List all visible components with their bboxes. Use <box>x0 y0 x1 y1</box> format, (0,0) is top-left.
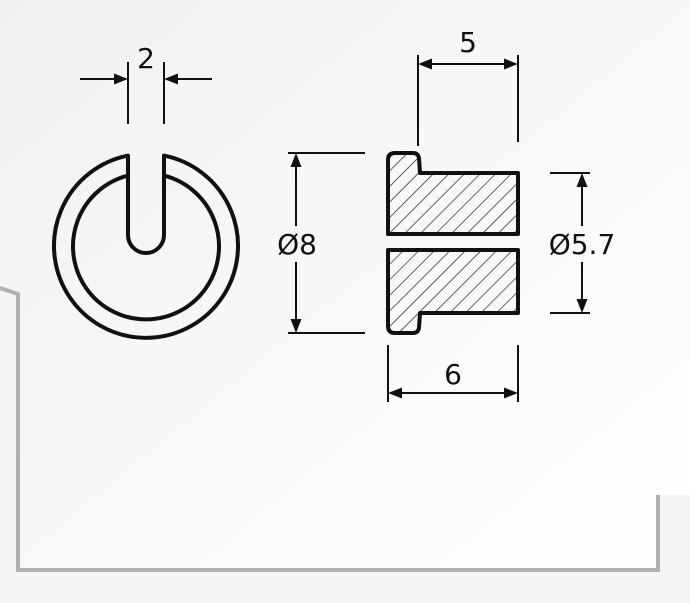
dimension-overall-length-label: 6 <box>444 358 462 391</box>
sheet-border <box>0 286 660 572</box>
dimension-slot-width-label: 2 <box>137 42 155 75</box>
sheet-area <box>0 0 690 570</box>
dimension-outer-diameter <box>288 152 365 334</box>
dimension-bore-diameter-label: Ø5.7 <box>549 228 616 261</box>
dimension-slot-width <box>80 62 212 124</box>
dimension-bore-diameter <box>550 172 590 314</box>
dimension-flange-depth-label: 5 <box>459 26 477 59</box>
section-upper-half <box>386 151 520 236</box>
section-view <box>386 151 520 335</box>
dimension-flange-depth <box>417 55 519 146</box>
front-view <box>52 153 240 340</box>
dimension-outer-diameter-label: Ø8 <box>277 228 317 261</box>
section-lower-half <box>386 248 520 335</box>
dimension-overall-length <box>387 345 519 402</box>
front-view-ring-outline <box>52 153 240 340</box>
front-view-ring-inner <box>71 173 221 322</box>
